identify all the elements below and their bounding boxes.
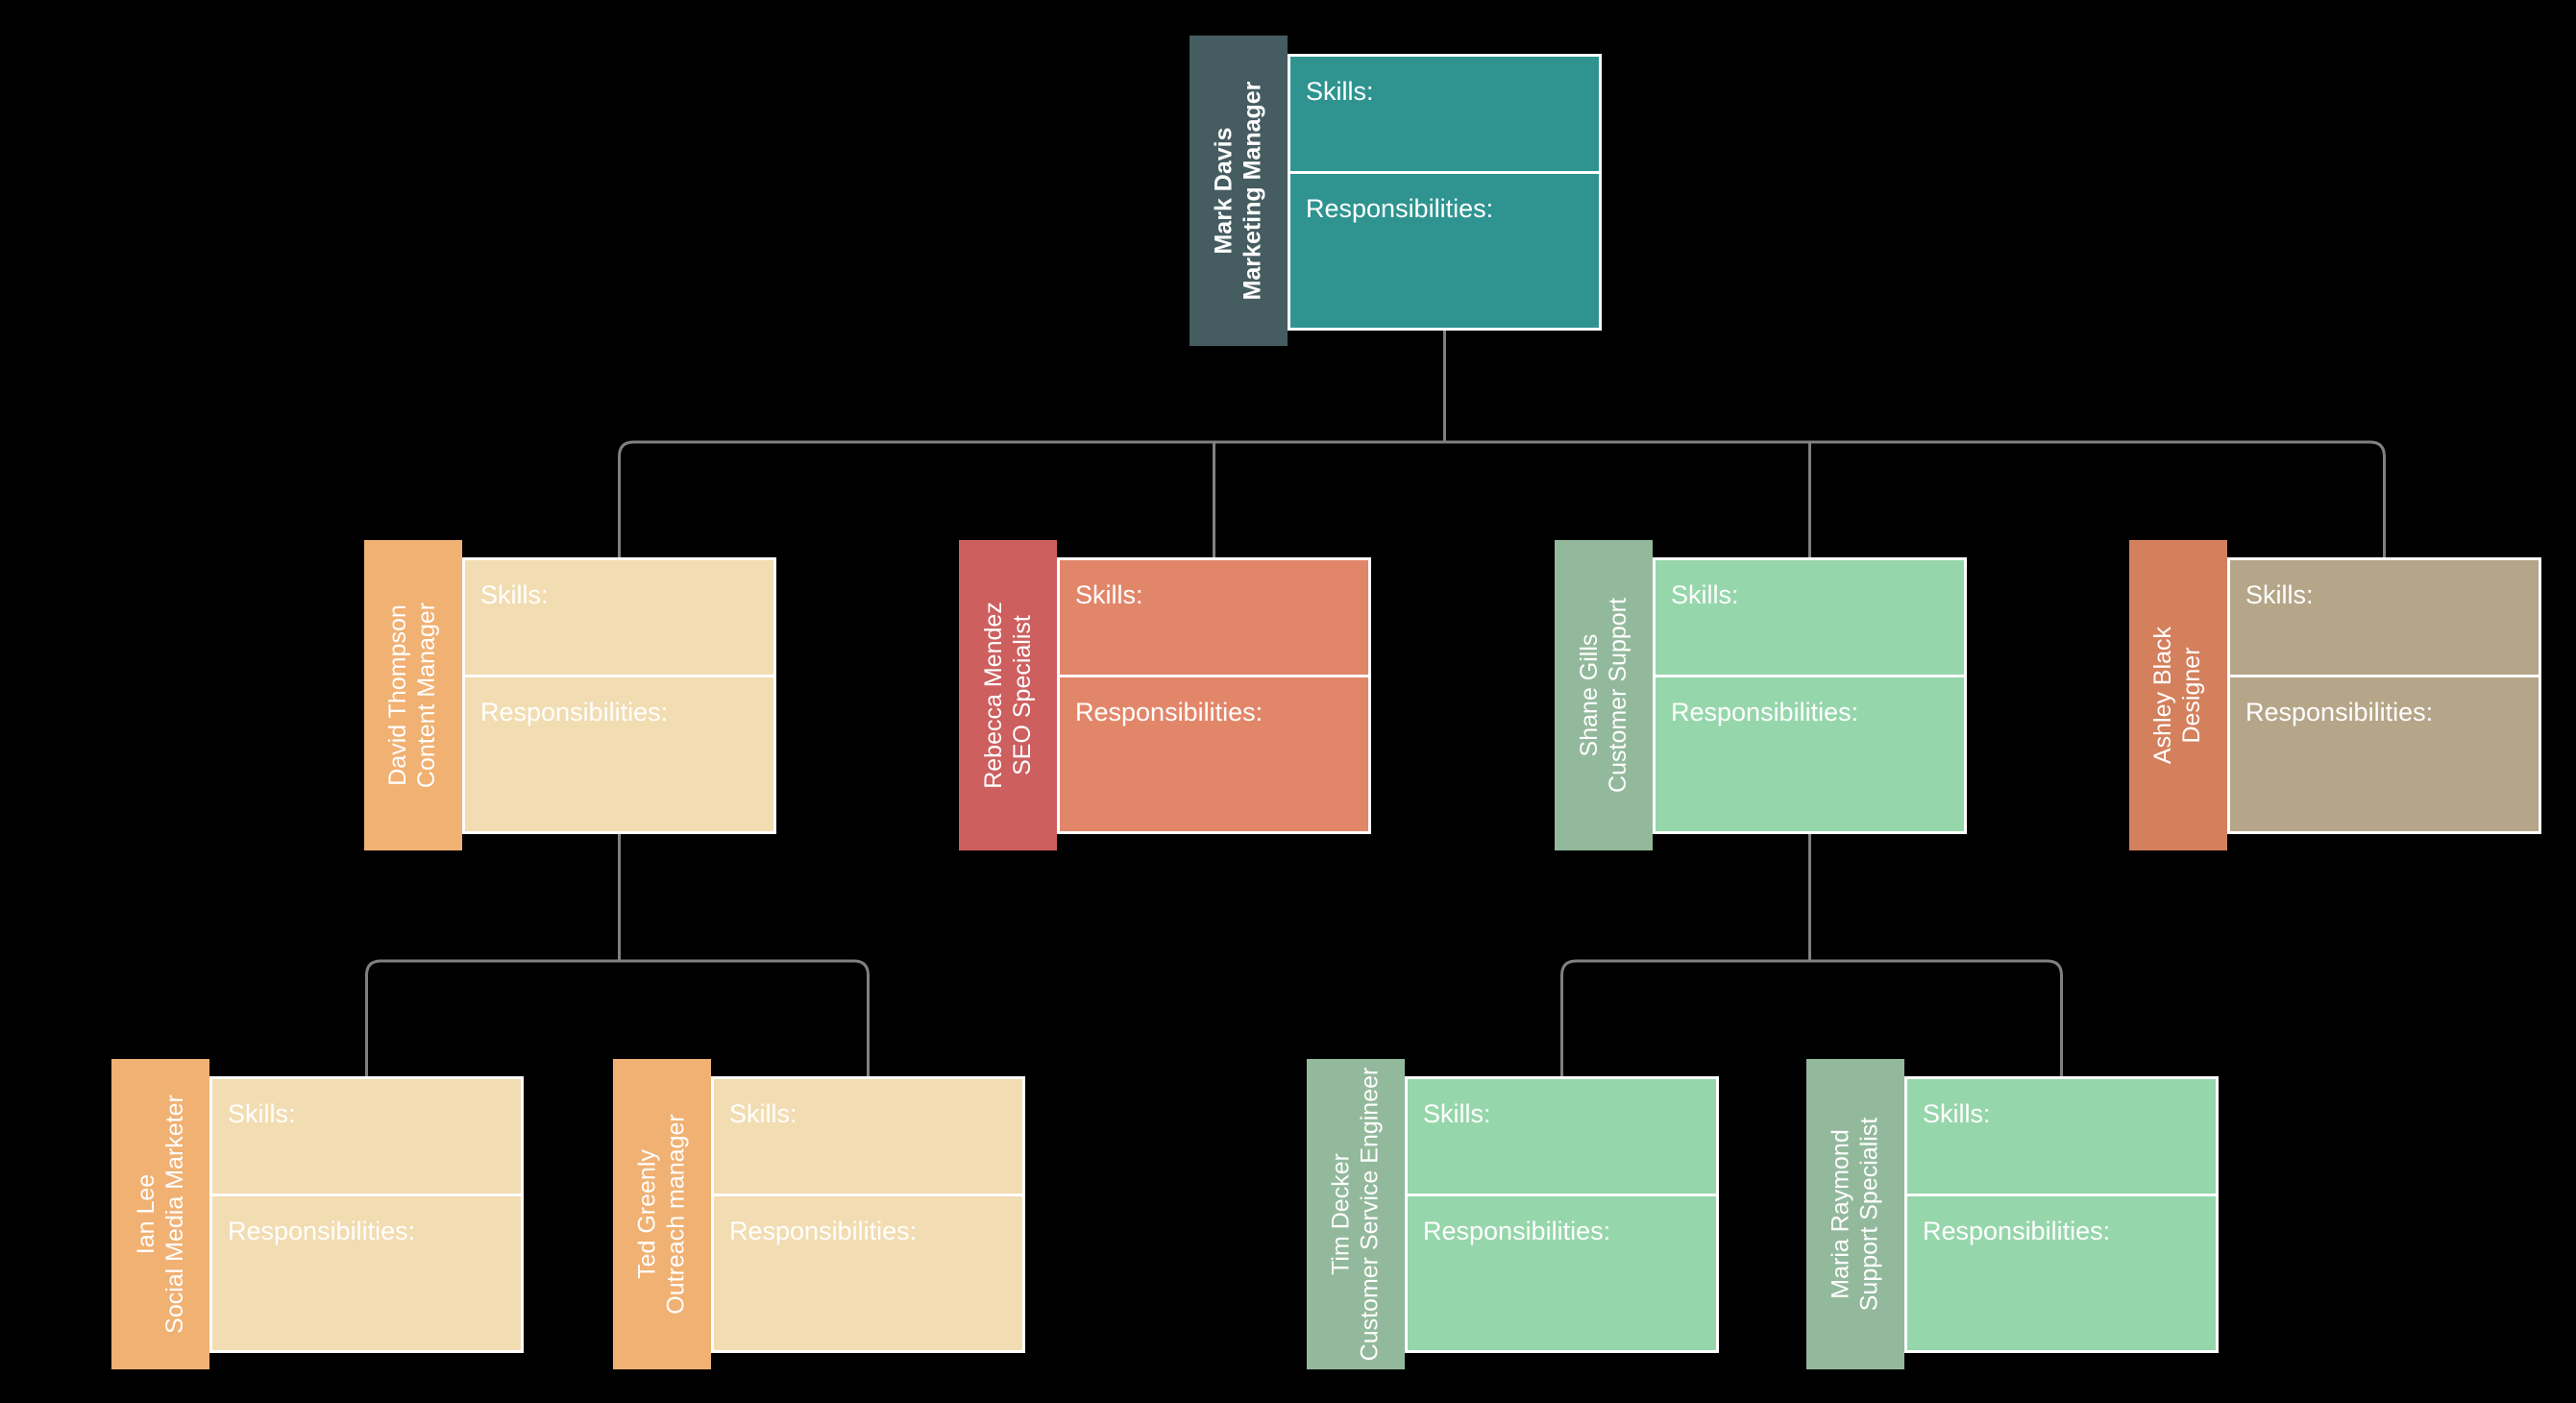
- skills-label-david-thompson: Skills:: [480, 580, 549, 609]
- node-body-david-thompson[interactable]: Skills: Responsibilities:: [462, 557, 776, 834]
- node-body-ted-greenly[interactable]: Skills: Responsibilities:: [711, 1076, 1025, 1353]
- skills-section-tim-decker: Skills:: [1408, 1079, 1716, 1196]
- skills-section-mark-davis: Skills:: [1290, 57, 1599, 174]
- person-name-maria-raymond: Maria Raymond: [1827, 1129, 1854, 1299]
- skills-section-ted-greenly: Skills:: [714, 1079, 1022, 1196]
- skills-section-ian-lee: Skills:: [212, 1079, 521, 1196]
- person-name-david-thompson: David Thompson: [384, 604, 412, 786]
- skills-label-ted-greenly: Skills:: [729, 1099, 797, 1128]
- node-body-ashley-black[interactable]: Skills: Responsibilities:: [2227, 557, 2541, 834]
- responsibilities-section-rebecca-mendez: Responsibilities:: [1060, 677, 1368, 831]
- skills-label-tim-decker: Skills:: [1423, 1099, 1491, 1128]
- skills-section-shane-gills: Skills:: [1656, 560, 1964, 677]
- person-name-tim-decker: Tim Decker: [1327, 1153, 1355, 1275]
- responsibilities-section-ian-lee: Responsibilities:: [212, 1196, 521, 1350]
- responsibilities-section-mark-davis: Responsibilities:: [1290, 174, 1599, 328]
- connector-drop-ian-lee: [365, 959, 381, 1076]
- person-name-ted-greenly: Ted Greenly: [633, 1149, 661, 1279]
- skills-section-ashley-black: Skills:: [2230, 560, 2539, 677]
- skills-label-ashley-black: Skills:: [2245, 580, 2314, 609]
- skills-label-mark-davis: Skills:: [1306, 77, 1374, 106]
- person-name-ian-lee: Ian Lee: [132, 1173, 159, 1255]
- responsibilities-label-david-thompson: Responsibilities:: [480, 698, 669, 726]
- connector-drop-david-thompson: [618, 440, 634, 557]
- person-role-ashley-black: Designer: [2178, 647, 2205, 744]
- person-role-rebecca-mendez: SEO Specialist: [1008, 615, 1035, 775]
- responsibilities-section-ted-greenly: Responsibilities:: [714, 1196, 1022, 1350]
- connector-drop-tim-decker: [1560, 959, 1577, 1076]
- responsibilities-label-ashley-black: Responsibilities:: [2245, 698, 2434, 726]
- person-name-rebecca-mendez: Rebecca Mendez: [979, 602, 1007, 789]
- person-role-maria-raymond: Support Specialist: [1855, 1117, 1883, 1312]
- responsibilities-section-maria-raymond: Responsibilities:: [1907, 1196, 2216, 1350]
- responsibilities-label-ted-greenly: Responsibilities:: [729, 1217, 918, 1245]
- node-body-maria-raymond[interactable]: Skills: Responsibilities:: [1904, 1076, 2219, 1353]
- person-role-shane-gills: Customer Support: [1604, 598, 1631, 793]
- skills-section-maria-raymond: Skills:: [1907, 1079, 2216, 1196]
- skills-label-shane-gills: Skills:: [1671, 580, 1739, 609]
- node-body-rebecca-mendez[interactable]: Skills: Responsibilities:: [1057, 557, 1371, 834]
- person-name-mark-davis: Mark Davis: [1210, 127, 1238, 255]
- person-name-shane-gills: Shane Gills: [1575, 633, 1603, 757]
- responsibilities-label-rebecca-mendez: Responsibilities:: [1075, 698, 1263, 726]
- skills-section-rebecca-mendez: Skills:: [1060, 560, 1368, 677]
- responsibilities-label-maria-raymond: Responsibilities:: [1923, 1217, 2111, 1245]
- responsibilities-section-david-thompson: Responsibilities:: [465, 677, 773, 831]
- person-role-ted-greenly: Outreach manager: [662, 1114, 690, 1315]
- person-name-ashley-black: Ashley Black: [2149, 626, 2177, 765]
- responsibilities-section-shane-gills: Responsibilities:: [1656, 677, 1964, 831]
- node-body-tim-decker[interactable]: Skills: Responsibilities:: [1405, 1076, 1719, 1353]
- skills-label-ian-lee: Skills:: [228, 1099, 296, 1128]
- person-role-mark-davis: Marketing Manager: [1239, 81, 1265, 301]
- skills-label-rebecca-mendez: Skills:: [1075, 580, 1143, 609]
- skills-section-david-thompson: Skills:: [465, 560, 773, 677]
- responsibilities-section-tim-decker: Responsibilities:: [1408, 1196, 1716, 1350]
- responsibilities-label-mark-davis: Responsibilities:: [1306, 194, 1494, 223]
- node-body-ian-lee[interactable]: Skills: Responsibilities:: [209, 1076, 524, 1353]
- responsibilities-label-shane-gills: Responsibilities:: [1671, 698, 1859, 726]
- person-role-ian-lee: Social Media Marketer: [160, 1095, 187, 1334]
- responsibilities-label-tim-decker: Responsibilities:: [1423, 1217, 1611, 1245]
- connector-drop-ted-greenly: [853, 959, 870, 1076]
- node-body-mark-davis[interactable]: Skills: Responsibilities:: [1288, 54, 1602, 331]
- responsibilities-section-ashley-black: Responsibilities:: [2230, 677, 2539, 831]
- connector-drop-maria-raymond: [2047, 959, 2063, 1076]
- node-body-shane-gills[interactable]: Skills: Responsibilities:: [1653, 557, 1967, 834]
- person-role-david-thompson: Content Manager: [413, 602, 440, 789]
- person-role-tim-decker: Customer Service Engineer: [1356, 1067, 1384, 1362]
- skills-label-maria-raymond: Skills:: [1923, 1099, 1991, 1128]
- responsibilities-label-ian-lee: Responsibilities:: [228, 1217, 416, 1245]
- connector-drop-ashley-black: [2369, 440, 2386, 557]
